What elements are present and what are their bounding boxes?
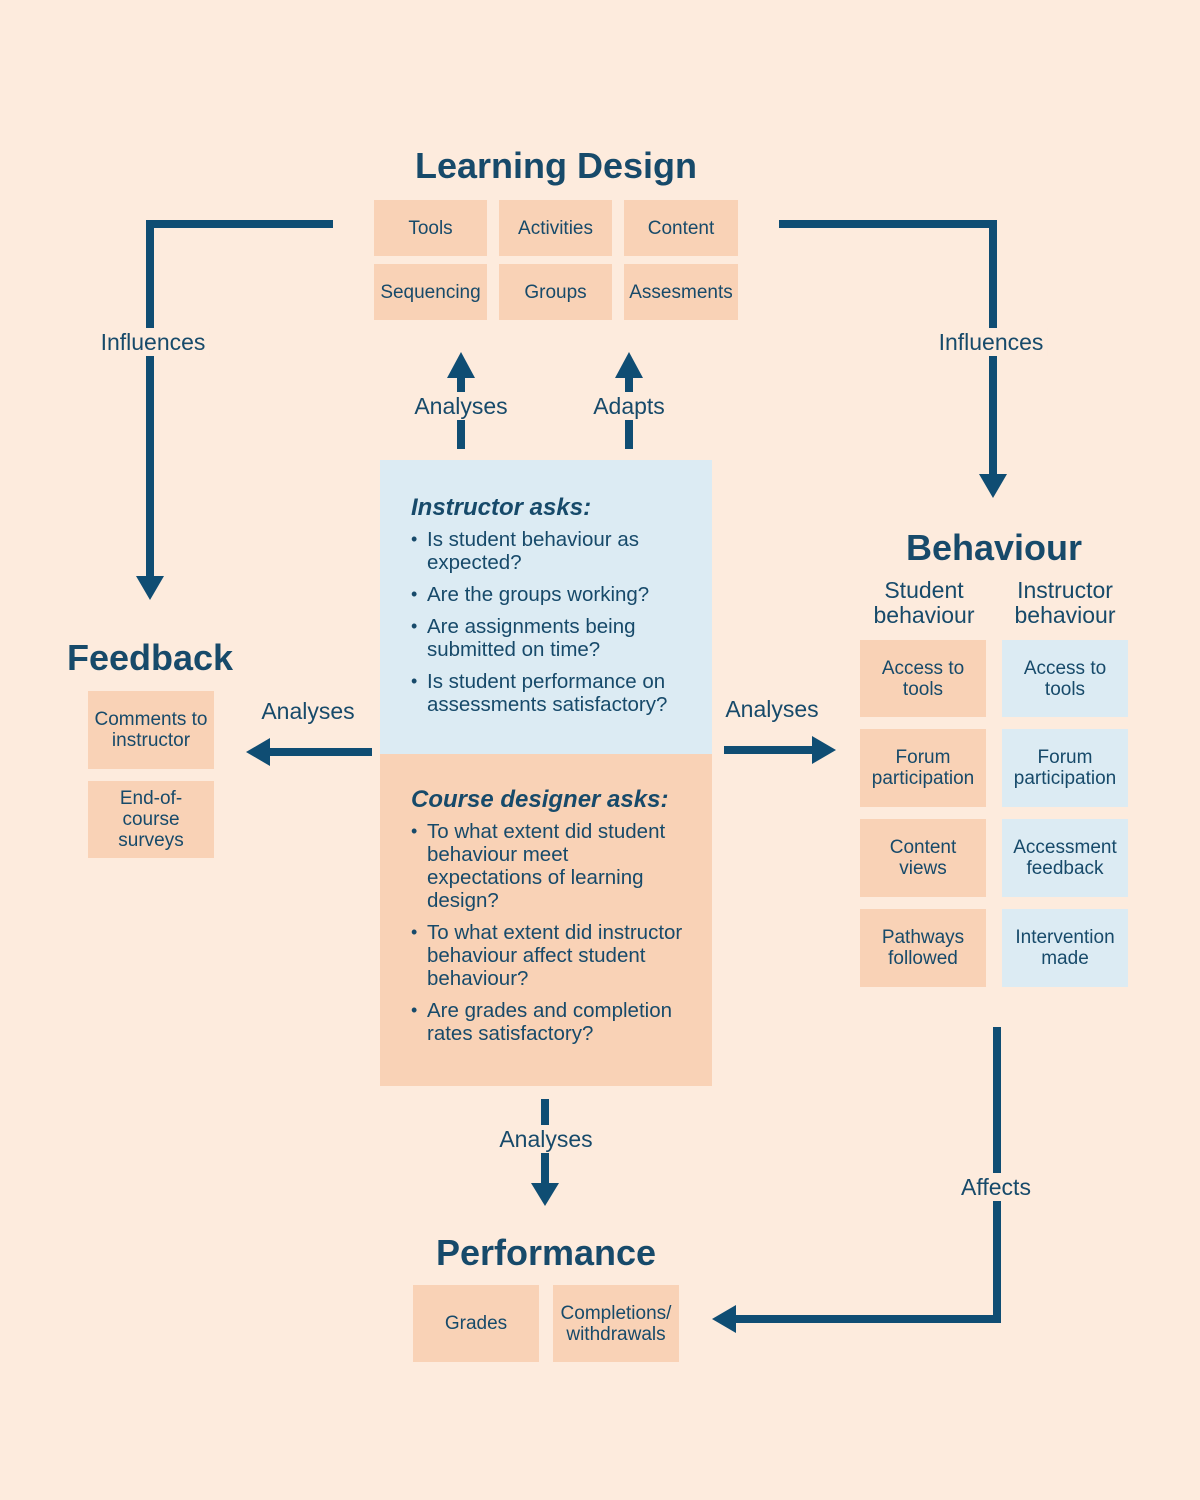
influences-left-label: Influences	[96, 328, 210, 356]
influences-left-connector	[146, 220, 333, 578]
instructor-questions-panel: Instructor asks: Is student behaviour as…	[380, 460, 712, 754]
instructor-behaviour-item-feedback: Accessment feedback	[1002, 819, 1128, 897]
student-behaviour-item-access: Access to tools	[860, 640, 986, 717]
analyses-left-label: Analyses	[257, 697, 359, 725]
instructor-question-list: Is student behaviour as expected? Are th…	[411, 528, 692, 716]
student-behaviour-item-pathways: Pathways followed	[860, 909, 986, 987]
student-behaviour-heading: Student behaviour	[873, 577, 975, 628]
learning-design-item-tools: Tools	[374, 200, 487, 256]
instructor-question: Are the groups working?	[411, 583, 692, 606]
instructor-behaviour-item-access: Access to tools	[1002, 640, 1128, 717]
designer-question: To what extent did instructor behaviour …	[411, 921, 687, 990]
arrowhead-behaviour	[979, 474, 1007, 498]
affects-connector	[734, 1027, 1001, 1323]
instructor-behaviour-heading: Instructor behaviour	[1014, 577, 1116, 628]
analyses-down-label: Analyses	[495, 1125, 597, 1153]
analyses-right-label: Analyses	[721, 695, 823, 723]
designer-question: To what extent did student behaviour mee…	[411, 820, 677, 912]
behaviour-title: Behaviour	[905, 527, 1083, 568]
learning-design-item-sequencing: Sequencing	[374, 264, 487, 320]
feedback-title: Feedback	[66, 637, 234, 678]
influences-right-connector	[779, 220, 997, 476]
instructor-question: Is student behaviour as expected?	[411, 528, 652, 574]
student-behaviour-item-content: Content views	[860, 819, 986, 897]
instructor-behaviour-item-forum: Forum participation	[1002, 729, 1128, 807]
affects-label: Affects	[957, 1173, 1035, 1201]
learning-design-item-content: Content	[624, 200, 738, 256]
performance-item-completions: Completions/ withdrawals	[553, 1285, 679, 1362]
designer-panel-heading: Course designer asks:	[411, 786, 669, 813]
student-behaviour-item-forum: Forum participation	[860, 729, 986, 807]
arrowhead-analyses-right	[812, 736, 836, 764]
learning-design-title: Learning Design	[414, 145, 698, 186]
designer-question: Are grades and completion rates satisfac…	[411, 999, 699, 1045]
influences-right-label: Influences	[934, 328, 1048, 356]
learning-design-item-activities: Activities	[499, 200, 612, 256]
arrowhead-analyses-down	[531, 1183, 559, 1206]
feedback-item-comments: Comments to instructor	[88, 691, 214, 769]
learning-design-item-assesments: Assesments	[624, 264, 738, 320]
designer-questions-panel: Course designer asks: To what extent did…	[380, 754, 712, 1086]
designer-question-list: To what extent did student behaviour mee…	[411, 820, 692, 1045]
instructor-panel-heading: Instructor asks:	[411, 494, 592, 521]
arrowhead-analyses-left	[246, 738, 270, 766]
feedback-item-surveys: End-of-course surveys	[88, 781, 214, 858]
instructor-question: Is student performance on assessments sa…	[411, 670, 692, 716]
adapts-up-label: Adapts	[589, 392, 669, 420]
analyses-up-label: Analyses	[410, 392, 512, 420]
arrowhead-performance	[712, 1305, 736, 1333]
instructor-question: Are assignments being submitted on time?	[411, 615, 677, 661]
instructor-behaviour-item-intervention: Intervention made	[1002, 909, 1128, 987]
arrowhead-analyses-up	[447, 352, 475, 378]
arrowhead-feedback	[136, 576, 164, 600]
learning-design-item-groups: Groups	[499, 264, 612, 320]
performance-item-grades: Grades	[413, 1285, 539, 1362]
arrowhead-adapts-up	[615, 352, 643, 378]
performance-title: Performance	[435, 1232, 657, 1273]
